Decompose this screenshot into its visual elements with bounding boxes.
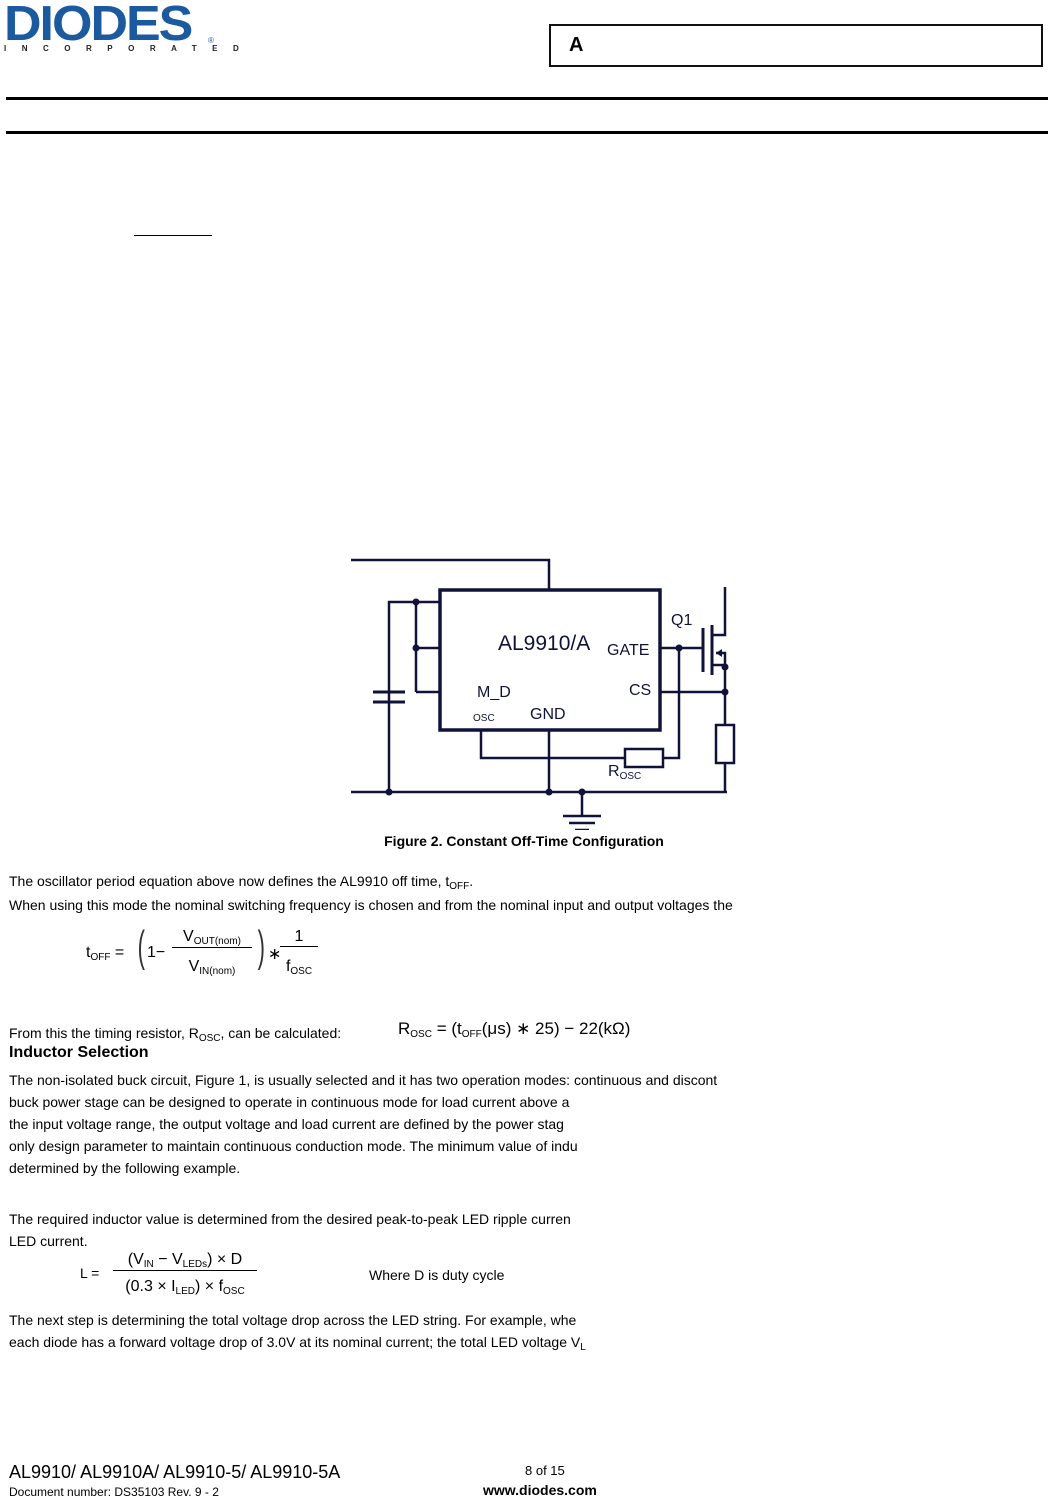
company-logo-subtext: INCORPORATED [4,44,255,53]
pin-label-gnd: GND [530,706,566,723]
paragraph-rosc: From this the timing resistor, ROSC, can… [9,1025,342,1044]
paren-left: ( [137,922,145,971]
transistor-label: Q1 [671,612,693,629]
circuit-diagram [351,558,736,830]
equation-l-numerator: (VIN − VLEDs) × D [113,1251,257,1271]
footer-website-link[interactable]: www.diodes.com [483,1482,597,1498]
pin-label-gate: GATE [607,642,650,659]
paren-right: ) [257,922,265,971]
footer-page-number: 8 of 15 [525,1463,565,1478]
figure-caption: Figure 2. Constant Off-Time Configuratio… [384,833,664,849]
registered-mark: ® [208,36,214,45]
section-heading-inductor: Inductor Selection [9,1044,149,1061]
equation-toff-one: 1− [147,944,166,961]
resistor-label: ROSC [608,763,642,782]
equation-l-note: Where D is duty cycle [369,1267,505,1283]
header-rule-top [6,97,1048,100]
chip-label: AL9910/A [498,632,591,655]
pin-label-m-d: M_D [477,684,511,701]
header-rule-bottom [6,131,1048,134]
footer-document-number: Document number: DS35103 Rev. 9 - 2 [9,1485,219,1499]
equation-toff-fraction-num: 1 [280,928,318,947]
equation-toff-times: ∗ [268,946,282,963]
pin-label-cs: CS [629,682,652,699]
equation-toff-denominator: VIN(nom) [188,958,236,977]
paragraph-off-time: The oscillator period equation above now… [9,873,474,892]
paragraph-led-voltage: The next step is determining the total v… [9,1312,586,1353]
paragraph-inductor: The non-isolated buck circuit, Figure 1,… [9,1072,718,1176]
short-divider [134,235,212,236]
equation-l-denominator: (0.3 × ILED) × fOSC [125,1278,245,1297]
paragraph-mode: When using this mode the nominal switchi… [9,897,733,913]
product-title-label: A [569,34,584,56]
product-title-box: A [549,24,1043,67]
equation-rosc: ROSC = (tOFF(μs) ∗ 25) − 22(kΩ) [398,1019,631,1040]
pin-label-osc: OSC [473,713,495,724]
equation-toff-numerator: VOUT(nom) [172,928,252,948]
paragraph-inductor-value: The required inductor value is determine… [9,1211,571,1249]
company-logo: DIODES [4,0,193,52]
equation-l-lhs: L = [80,1265,100,1281]
equation-toff-lhs: tOFF = [86,944,125,963]
equation-toff-fraction-den: fOSC [285,958,313,977]
footer-part-numbers: AL9910/ AL9910A/ AL9910-5/ AL9910-5A [9,1462,341,1482]
